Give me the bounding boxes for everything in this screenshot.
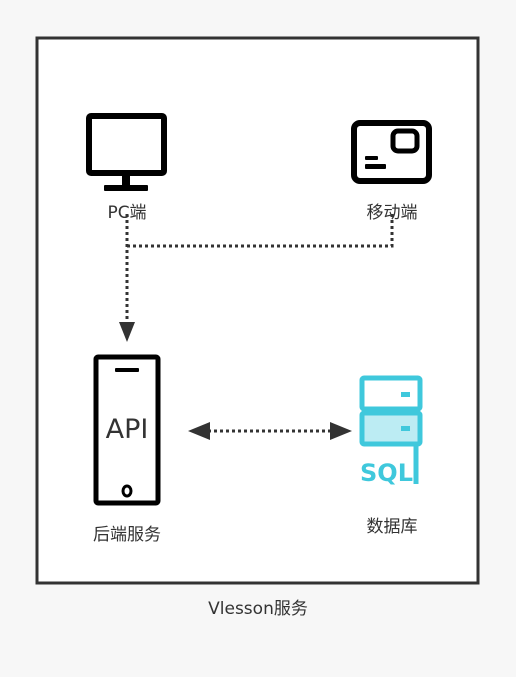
mobile-card-icon <box>351 120 432 184</box>
monitor-icon <box>86 113 167 191</box>
phone-device-icon <box>93 354 161 506</box>
sql-database-icon <box>359 375 423 484</box>
database-label: 数据库 <box>367 517 418 537</box>
node-mobile: 移动端 <box>351 120 432 223</box>
edge-backend-database-arrow-right <box>330 422 352 440</box>
backend-inner-text: API <box>106 414 149 445</box>
pc-label: PC端 <box>107 203 146 223</box>
mobile-label: 移动端 <box>367 203 418 223</box>
node-pc: PC端 <box>86 113 167 223</box>
node-backend: API 后端服务 <box>93 354 161 545</box>
database-inner-text: SQL <box>360 459 413 487</box>
node-database: SQL 数据库 <box>359 375 423 537</box>
edge-pc-to-backend-arrow <box>119 322 135 342</box>
edge-mobile-to-backend <box>127 214 394 248</box>
edge-backend-database-arrow-left <box>188 422 210 440</box>
container-caption: Vlesson服务 <box>208 599 308 619</box>
backend-label: 后端服务 <box>93 525 161 545</box>
